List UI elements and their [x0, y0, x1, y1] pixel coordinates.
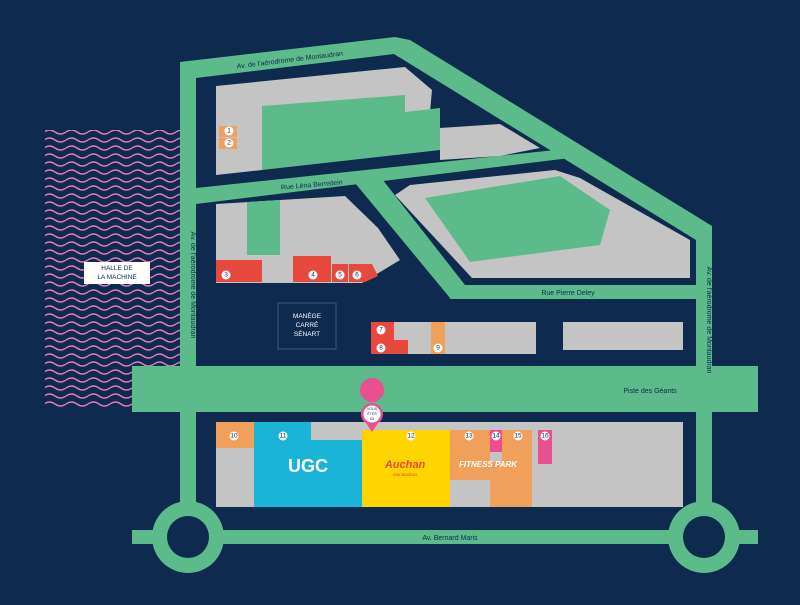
- badge-5-text: 5: [338, 272, 342, 279]
- fitness-logo: FITNESS PARK: [459, 460, 518, 469]
- halle-label-line2: LA MACHINE: [97, 274, 137, 281]
- badge-4[interactable]: [308, 270, 318, 280]
- store-3[interactable]: [216, 260, 262, 282]
- halle-label-box: [84, 262, 150, 284]
- road-av-aerodrome-top: [180, 37, 712, 240]
- badge-12-text: 12: [407, 433, 415, 440]
- number-badges: 1 2 3 4 5 6 7 8 9 10 11 12 13 14 15 16: [221, 126, 550, 441]
- label-rue-pierre: Rue Pierre Deley: [541, 290, 595, 297]
- badge-3[interactable]: [221, 270, 231, 280]
- auchan-sub: Montaudran: [393, 472, 418, 477]
- badge-7-text: 7: [379, 327, 383, 334]
- badge-16[interactable]: [540, 431, 550, 441]
- road-av-bernard: [132, 530, 758, 544]
- badge-10[interactable]: [229, 431, 239, 441]
- label-av-aerodrome-left: Av. de l'aérodrome de Montaudran: [189, 232, 196, 339]
- badge-8-text: 8: [379, 345, 383, 352]
- road-rue-pierre: [450, 285, 696, 299]
- park-middle-left: [247, 200, 280, 255]
- auchan-logo: Auchan: [384, 459, 426, 471]
- building-small-right: [563, 322, 683, 350]
- badge-2[interactable]: [224, 138, 234, 148]
- label-av-aerodrome-right: Av. de l'aérodrome de Montaudran: [705, 267, 712, 374]
- road-inner-diagonal: [355, 170, 465, 298]
- badge-6[interactable]: [352, 270, 362, 280]
- badge-13[interactable]: [464, 431, 474, 441]
- manege-box: [277, 302, 337, 350]
- store-12-auchan[interactable]: [362, 430, 450, 507]
- building-top-left: [216, 67, 432, 175]
- roundabout-left-center: [167, 516, 209, 558]
- you-are-here-marker: VOUS ÊTES ICI: [360, 378, 385, 432]
- label-av-bernard: Av. Bernard Maris: [422, 535, 478, 542]
- road-rue-lena: [196, 150, 570, 204]
- manege-line1: MANÈGE: [293, 311, 322, 320]
- badge-13-text: 13: [465, 433, 473, 440]
- badge-1-text: 1: [227, 128, 231, 135]
- badge-9[interactable]: [433, 343, 443, 353]
- road-av-aerodrome-left: [180, 68, 196, 530]
- badge-9-text: 9: [436, 345, 440, 352]
- halle-label-line1: HALLE DE: [101, 265, 133, 272]
- badge-16-text: 16: [541, 433, 549, 440]
- store-13-fitness[interactable]: [450, 430, 532, 507]
- manege-line2: CARRÉ: [296, 320, 319, 329]
- badge-14-text: 14: [492, 433, 500, 440]
- ugc-logo: UGC: [288, 456, 328, 476]
- badge-15[interactable]: [513, 431, 523, 441]
- badge-7[interactable]: [376, 325, 386, 335]
- badge-1[interactable]: [224, 126, 234, 136]
- badge-3-text: 3: [224, 272, 228, 279]
- badge-6-text: 6: [355, 272, 359, 279]
- badge-4-text: 4: [311, 272, 315, 279]
- badge-11[interactable]: [278, 431, 288, 441]
- badge-15-text: 15: [514, 433, 522, 440]
- badge-2-text: 2: [227, 140, 231, 147]
- park-middle-right: [425, 176, 610, 262]
- manege-line3: SÉNART: [294, 329, 320, 338]
- ugc-notch: [311, 422, 362, 440]
- label-piste: Piste des Géants: [623, 388, 677, 395]
- badge-10-text: 10: [230, 433, 238, 440]
- badge-12[interactable]: [406, 431, 416, 441]
- badge-14[interactable]: [491, 431, 501, 441]
- badge-11-text: 11: [280, 433, 287, 440]
- roundabout-right-center: [683, 516, 725, 558]
- park-top: [262, 95, 440, 170]
- you-are-here-line2: ÊTES: [367, 411, 377, 416]
- you-are-here-line1: VOUS: [367, 407, 378, 411]
- building-top-right: [440, 124, 540, 160]
- road-piste-geants: [132, 366, 758, 412]
- you-are-here-line3: ICI: [370, 417, 375, 421]
- badge-5[interactable]: [335, 270, 345, 280]
- badge-8[interactable]: [376, 343, 386, 353]
